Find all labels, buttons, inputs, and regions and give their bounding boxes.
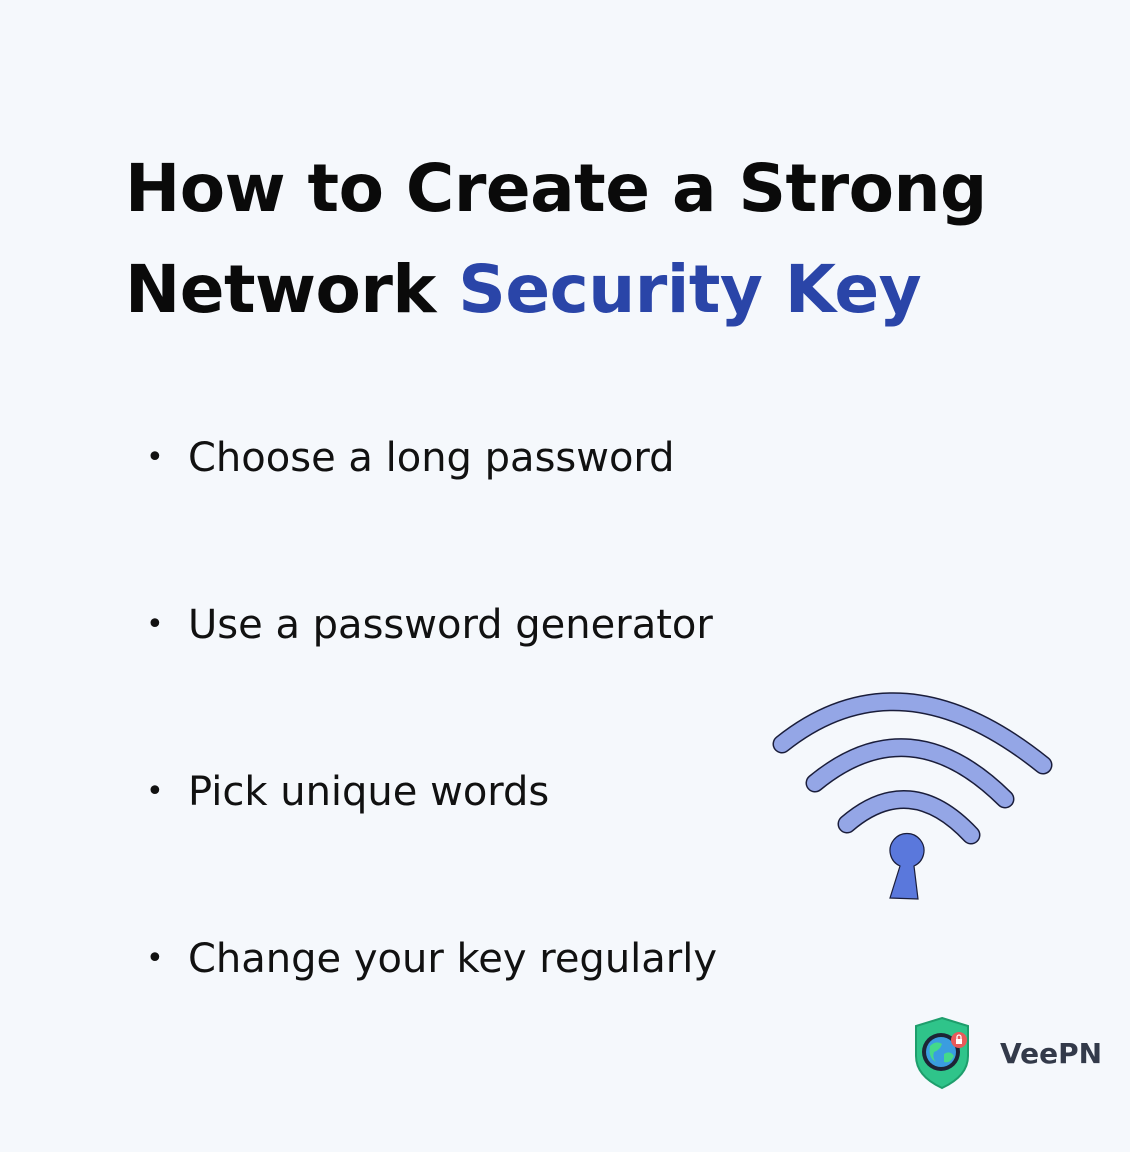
bullet-icon: • bbox=[146, 607, 164, 642]
title-line-2-plain: Network bbox=[125, 251, 459, 328]
bullet-icon: • bbox=[146, 941, 164, 976]
page-title: How to Create a Strong Network Security … bbox=[125, 138, 987, 340]
list-item: •Use a password generator bbox=[146, 597, 717, 764]
tips-list: •Choose a long password •Use a password … bbox=[146, 430, 717, 1098]
title-line-1: How to Create a Strong bbox=[125, 150, 987, 227]
list-item: •Change your key regularly bbox=[146, 931, 717, 1098]
bullet-icon: • bbox=[146, 440, 164, 475]
brand-name: VeePN bbox=[1000, 1036, 1103, 1070]
list-item: •Pick unique words bbox=[146, 764, 717, 931]
shield-globe-icon bbox=[915, 1016, 969, 1090]
wifi-keyhole-icon bbox=[772, 692, 1053, 900]
veepn-logo: VeePN bbox=[912, 1016, 1102, 1090]
title-accent: Security Key bbox=[458, 251, 922, 328]
bullet-icon: • bbox=[146, 774, 164, 809]
list-item: •Choose a long password bbox=[146, 430, 717, 597]
